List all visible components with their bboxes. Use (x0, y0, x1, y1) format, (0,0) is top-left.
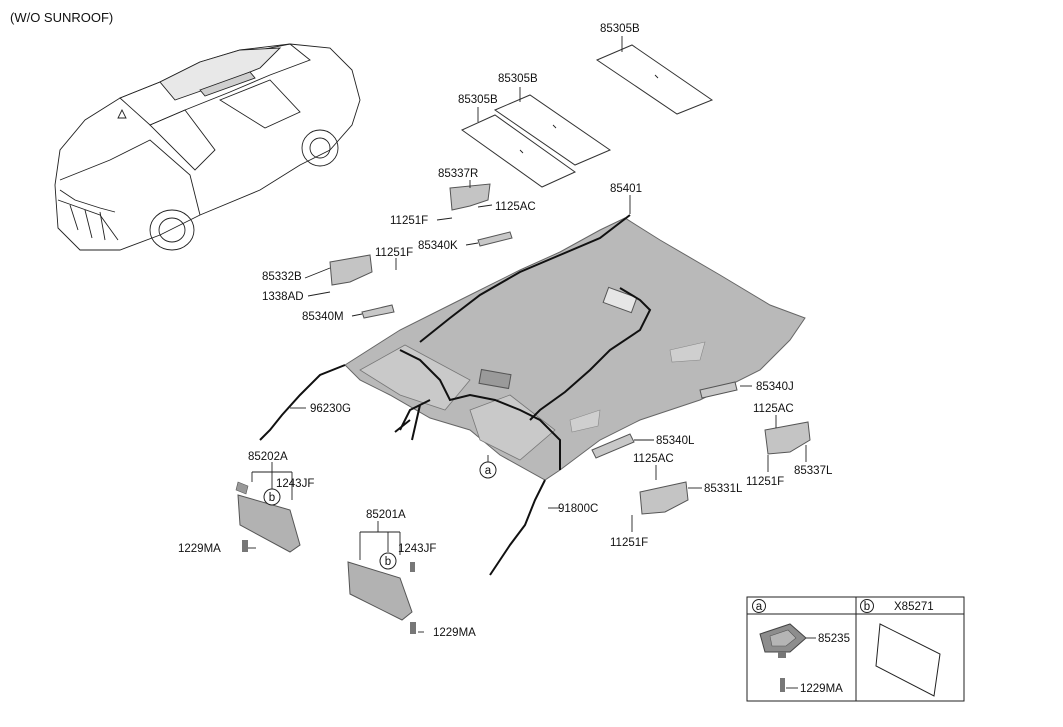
label-85401: 85401 (610, 183, 642, 195)
label-85305B-middle: 85305B (498, 73, 538, 85)
screw-1229MA: 1229MA (780, 678, 843, 695)
panel-85305B-lower (461, 107, 576, 188)
label-11251F-top: 11251F (390, 215, 428, 227)
wire-91800C (489, 479, 546, 576)
car-illustration (54, 43, 361, 251)
legend-cell-a: a (752, 599, 766, 613)
legend-part-85235: 85235 (818, 633, 850, 645)
label-85202A: 85202A (248, 451, 288, 463)
label-1125AC-top: 1125AC (495, 201, 536, 213)
bracket-85332B (329, 254, 373, 286)
headliner (344, 214, 806, 481)
label-1243JF-right: 1243JF (398, 543, 436, 555)
label-85337L: 85337L (794, 465, 833, 477)
legend-table: a b X85271 85235 1229MA (746, 596, 965, 702)
pad-X85271 (875, 623, 941, 697)
grip-85340J (699, 381, 738, 399)
grip-85340M (361, 304, 395, 319)
grip-85340L (591, 433, 635, 459)
label-1338AD: 1338AD (262, 291, 304, 303)
bracket-85337R (449, 183, 491, 211)
svg-text:a: a (756, 601, 763, 613)
panel-85305B-middle (493, 87, 612, 166)
label-85340L: 85340L (656, 435, 695, 447)
wire-96230G (259, 364, 346, 441)
svg-text:b: b (269, 492, 275, 504)
label-91800C: 91800C (558, 503, 598, 515)
grip-85340K (477, 231, 513, 247)
label-85340K: 85340K (418, 240, 458, 252)
label-1125AC-lower: 1125AC (633, 453, 674, 465)
callout-a: a (479, 461, 497, 479)
label-1229MA-left: 1229MA (178, 543, 221, 555)
panel-85305B-top (595, 36, 714, 115)
svg-text:b: b (385, 556, 391, 568)
label-85305B-lower: 85305B (458, 94, 498, 106)
label-96230G: 96230G (310, 403, 351, 415)
sun-visor-85201A (347, 561, 416, 634)
part-labels: 85305B 85305B 85305B 85337R 11251F 1125A… (178, 23, 833, 639)
bracket-85337L (764, 421, 811, 455)
callout-b-left: b (263, 488, 281, 506)
svg-text:a: a (485, 465, 492, 477)
legend-part-X85271: X85271 (894, 601, 934, 613)
label-1125AC-right: 1125AC (753, 403, 794, 415)
map-lamp-85235: 85235 (759, 623, 850, 658)
diagram-title: (W/O SUNROOF) (10, 10, 113, 25)
bracket-85331L (639, 481, 689, 515)
label-85331L: 85331L (704, 483, 743, 495)
label-1229MA-right: 1229MA (433, 627, 476, 639)
sun-visor-85202A (235, 481, 301, 553)
label-85340J: 85340J (756, 381, 794, 393)
front-harness (394, 349, 561, 470)
label-11251F-left: 11251F (375, 247, 413, 259)
legend-part-1229MA: 1229MA (800, 683, 843, 695)
label-85201A: 85201A (366, 509, 406, 521)
legend-cell-b: b X85271 (860, 599, 934, 613)
label-85337R: 85337R (438, 168, 478, 180)
label-1243JF-left: 1243JF (276, 478, 314, 490)
callout-b-right: b (379, 552, 397, 570)
svg-text:b: b (864, 601, 870, 613)
label-85305B-top: 85305B (600, 23, 640, 35)
label-11251F-bottom: 11251F (610, 537, 648, 549)
label-85340M: 85340M (302, 311, 344, 323)
leader-lines (248, 180, 807, 633)
label-85332B: 85332B (262, 271, 302, 283)
label-11251F-right: 11251F (746, 476, 784, 488)
